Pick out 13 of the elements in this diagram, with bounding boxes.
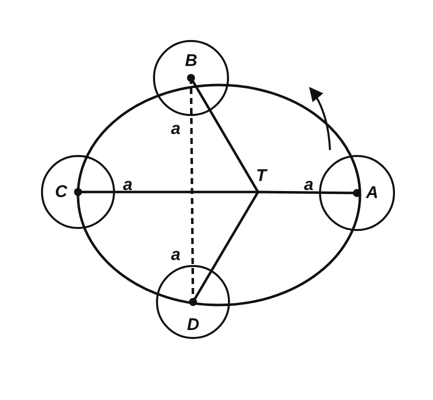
distance-label: a — [171, 246, 180, 264]
circle — [156, 265, 230, 339]
distance-label: a — [123, 176, 132, 194]
distance-label: a — [171, 120, 180, 138]
point-label: T — [256, 167, 266, 185]
point-label: B — [185, 52, 198, 70]
point-label: D — [187, 316, 200, 334]
point-label: C — [55, 183, 68, 201]
circle — [153, 40, 229, 116]
distance-label: a — [304, 176, 314, 194]
point-label: A — [366, 184, 378, 202]
circle — [41, 155, 115, 229]
circle — [319, 155, 395, 231]
